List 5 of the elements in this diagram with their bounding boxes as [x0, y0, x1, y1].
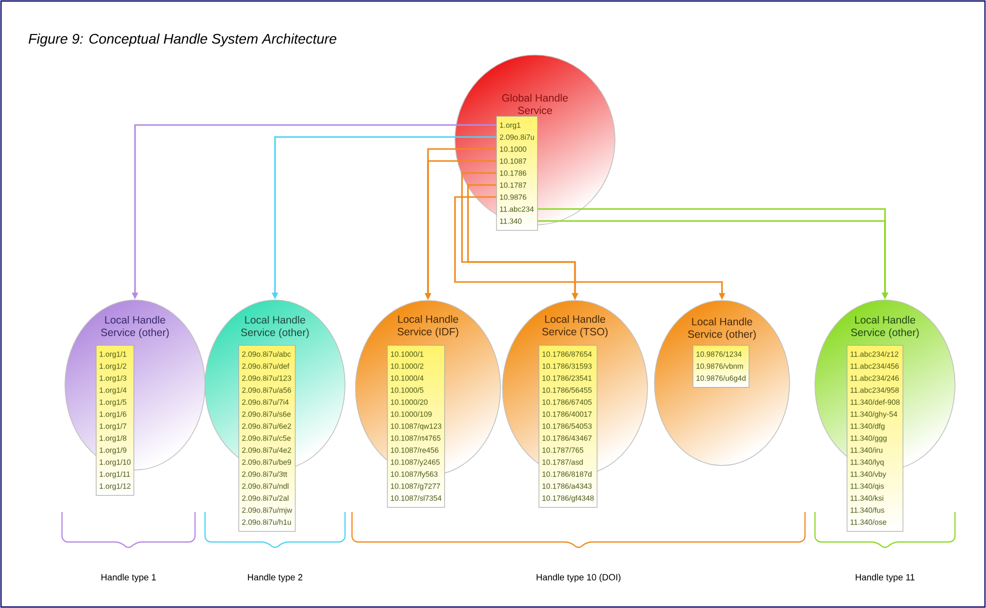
group-label: Handle type 11 [856, 574, 914, 582]
group-label: Handle type 1 [101, 574, 156, 582]
group-label: Handle type 2 [248, 574, 302, 582]
group-label: Handle type 10 (DOI) [536, 574, 620, 582]
figure-title: Figure 9: Conceptual Handle System Architecture [28, 33, 336, 47]
